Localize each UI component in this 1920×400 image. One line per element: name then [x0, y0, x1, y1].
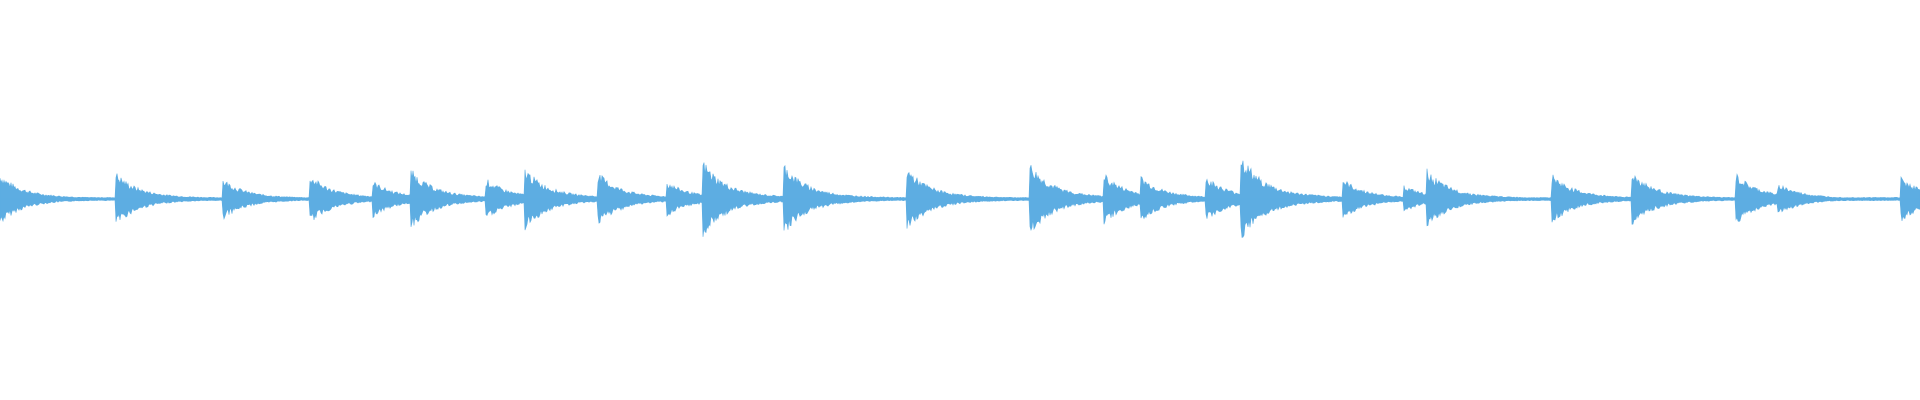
waveform-lower-envelope — [0, 198, 1920, 238]
waveform-upper-envelope — [0, 160, 1920, 200]
